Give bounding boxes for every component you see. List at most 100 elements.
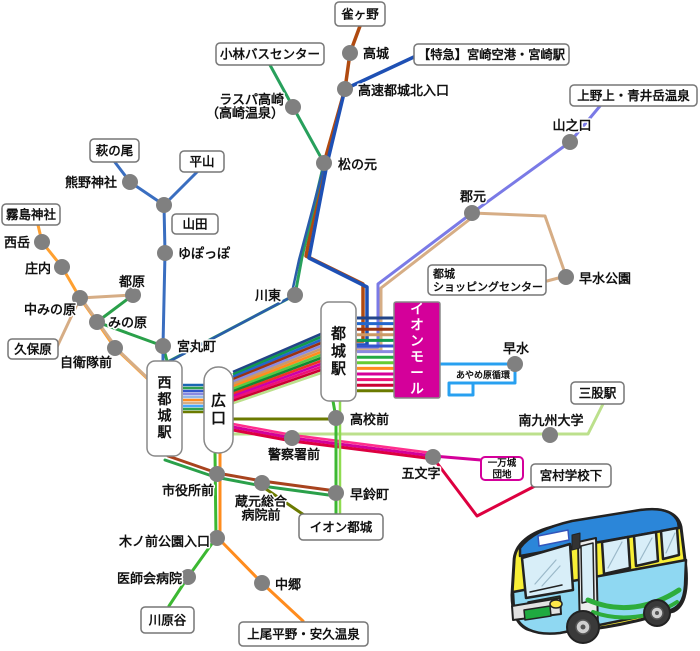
terminal-label-suzumegano: 雀ヶ野 (340, 7, 379, 22)
station-label-jieitai-mae: 自衛隊前 (60, 355, 112, 370)
station-dot-kawahigashi (287, 287, 303, 303)
bundle-line-east-bundle-3 (232, 341, 322, 381)
terminal-box-suzumegano[interactable] (334, 1, 386, 27)
station-dot-keisatsusho-mae (284, 430, 300, 446)
bundle-line-east-bundle-7 (232, 353, 322, 391)
bus-part (537, 529, 570, 547)
station-label-nishidake: 西岳 (4, 235, 30, 250)
station-label-miyakobaru: 都原 (118, 274, 145, 289)
station-dot-naka-minohara (72, 290, 88, 306)
terminal-box-miyakonojo-shopping-center[interactable] (427, 264, 547, 296)
terminal-label-tokkyu-miyazaki: 【特急】宮崎空港・宮崎駅 (418, 47, 565, 62)
hub-box-hiroguchi[interactable] (203, 366, 234, 454)
terminal-label-kawaharadani: 川原谷 (148, 613, 187, 628)
station-label-koko-mae: 高校前 (350, 412, 389, 427)
terminal-label-uenoue-aoidake-onsen: 上野上・青井岳温泉 (577, 88, 690, 103)
terminal-box-yamada[interactable] (171, 213, 219, 235)
station-label-kinomae-koen: 木ノ前公園入口 (118, 534, 210, 549)
station-dot-nishidake (34, 234, 50, 250)
station-dot-yamanokuchi (562, 134, 578, 150)
terminal-box-kamio-hirano-yasuhisa-onsen[interactable] (238, 621, 369, 647)
bus-part (585, 587, 682, 611)
station-dot-miyakobaru (125, 287, 141, 303)
station-label-raspa-takasaki: ラスパ高崎（高崎温泉） (206, 92, 284, 121)
station-label-korimoto: 郡元 (459, 189, 486, 204)
terminal-label-miyakonojo-shopping-center: 都城ショッピングセンター (432, 266, 543, 293)
station-dot-matsunomoto (316, 155, 332, 171)
hub-label-miyakonojo-eki: 都城駅 (330, 325, 347, 377)
route-yamada-main-line (161, 203, 167, 363)
station-dot-kinomae-koen (209, 530, 225, 546)
route-kawaharadani-line (167, 450, 218, 608)
station-dot-miyamaru-cho (155, 338, 171, 354)
station-label-shonai: 庄内 (25, 261, 51, 276)
station-dot-raspa-takasaki (285, 99, 301, 115)
hub-box-miyakonojo-eki[interactable] (320, 301, 357, 402)
hub-box-nishi-miyakonojo-eki[interactable] (146, 360, 183, 457)
route-local-blue-line (153, 164, 326, 371)
bundle-line-east-bundle-2 (232, 338, 322, 378)
bundle-line-east-bundle-11 (232, 365, 322, 400)
station-dot-nakago (254, 575, 270, 591)
station-dot-shonai (54, 259, 70, 275)
terminal-box-mimata-eki[interactable] (570, 381, 625, 405)
bus-part (518, 507, 681, 558)
station-dot-jieitai-mae (107, 340, 123, 356)
terminal-box-miyamura-gakko-shita[interactable] (530, 463, 612, 488)
station-label-hayamizu-koen: 早水公園 (579, 271, 631, 286)
station-dot-hayamizu (507, 356, 523, 372)
route-ichimanjo-line (231, 425, 483, 462)
terminal-box-kobayashi-bus-center[interactable] (215, 42, 325, 66)
terminal-box-tokkyu-miyazaki[interactable] (413, 43, 570, 66)
station-label-miyamaru-cho: 宮丸町 (177, 339, 216, 354)
station-label-shiyakusho-mae: 市役所前 (162, 483, 214, 498)
terminal-box-kawaharadani[interactable] (140, 606, 195, 634)
station-label-minohara: みの原 (108, 315, 147, 330)
terminal-label-kirishima-jinja: 霧島神社 (6, 207, 57, 222)
station-dot-ishikai-hospital (180, 569, 196, 585)
bus-part (534, 559, 561, 587)
station-dot-hayasuzu-cho (328, 485, 344, 501)
route-hayamizu-koen-line (470, 211, 568, 283)
terminal-label-kubohara: 久保原 (13, 342, 52, 357)
terminal-label-ion-miyakonojo: イオン都城 (310, 520, 373, 535)
terminal-box-kubohara[interactable] (7, 338, 59, 360)
small-label-ayamegahara-junkan: あやめ原循環 (456, 369, 511, 380)
terminal-box-ion-miyakonojo[interactable] (298, 513, 384, 541)
bundle-line-east-bundle-13 (232, 371, 322, 405)
route-shiyakusho-green-line (163, 458, 338, 498)
station-label-kuramoto-hospital: 蔵元総合病院前 (235, 494, 288, 523)
bus-wheel (580, 624, 586, 630)
station-label-kosoku-miyakonojo-kita: 高速都城北入口 (358, 83, 449, 98)
terminal-box-ichimanjo-danchi[interactable] (480, 456, 524, 481)
station-dot-minohara (89, 314, 105, 330)
station-dot-gomonji (425, 449, 441, 465)
station-dot-yupoppo (157, 245, 173, 261)
route-mimata-line (231, 402, 605, 436)
bus-part (523, 605, 552, 621)
terminal-box-haginoo[interactable] (89, 138, 140, 163)
terminal-box-uenoue-aoidake-onsen[interactable] (569, 84, 698, 107)
station-label-matsunomoto: 松の元 (338, 157, 377, 172)
terminal-box-kirishima-jinja[interactable] (1, 203, 61, 226)
station-dot-kuramoto-hospital (254, 475, 270, 491)
bundle-line-east-bundle-5 (232, 347, 322, 386)
terminal-label-haginoo: 萩の尾 (95, 143, 134, 158)
station-label-yupoppo: ゆぽっぽ (178, 246, 231, 261)
station-label-nakago: 中郷 (275, 577, 301, 592)
hub-box-aeon-mall[interactable] (393, 301, 441, 399)
bundle-line-east-bundle-1 (232, 335, 322, 376)
route-olive-ion-line (261, 485, 306, 517)
station-dot-hayamizu-koen (558, 269, 574, 285)
station-label-ishikai-hospital: 医師会病院 (117, 571, 182, 586)
station-dot-takajo (342, 45, 358, 61)
station-dot-korimoto (464, 205, 480, 221)
terminal-label-yamada: 山田 (182, 217, 207, 232)
terminal-label-hirayama: 平山 (189, 154, 214, 169)
terminal-box-hirayama[interactable] (179, 150, 225, 173)
terminal-label-miyamura-gakko-shita: 宮村学校下 (540, 468, 603, 483)
station-label-kawahigashi: 川東 (254, 288, 281, 303)
station-label-hayasuzu-cho: 早鈴町 (350, 487, 389, 502)
route-minohara-tan-line (81, 299, 158, 388)
